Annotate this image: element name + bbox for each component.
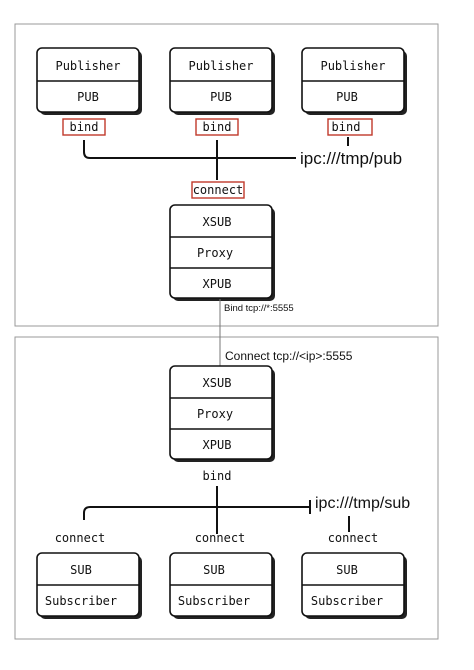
subscriber-node-3: SUB Subscriber xyxy=(301,552,407,619)
publisher-node-1: Publisher PUB xyxy=(36,47,142,115)
pub-endpoint-label: ipc:///tmp/pub xyxy=(300,149,402,168)
subscriber-action-label: connect xyxy=(55,531,106,545)
publisher-socket: PUB xyxy=(210,90,232,104)
publisher-socket: PUB xyxy=(336,90,358,104)
publisher-node-2: Publisher PUB xyxy=(169,47,275,115)
proxy-xsub-label: XSUB xyxy=(203,215,232,229)
publisher-name: Publisher xyxy=(320,59,385,73)
publisher-node-3: Publisher PUB xyxy=(301,47,407,115)
publisher-action-label: bind xyxy=(70,120,99,134)
sub-endpoint-label: ipc:///tmp/sub xyxy=(315,495,410,512)
subscriber-name: Subscriber xyxy=(311,594,383,608)
bind-highlight-3 xyxy=(327,118,373,136)
subscriber-node-2: SUB Subscriber xyxy=(169,552,275,619)
subscriber-socket: SUB xyxy=(203,563,225,577)
subscriber-action-label: connect xyxy=(328,531,379,545)
subscriber-action-label: connect xyxy=(195,531,246,545)
proxy-label: Proxy xyxy=(197,407,233,421)
proxy-action-label: connect xyxy=(193,183,244,197)
proxy-node-bottom: XSUB Proxy XPUB xyxy=(169,365,275,462)
subscriber-socket: SUB xyxy=(336,563,358,577)
proxy-node-top: XSUB Proxy XPUB xyxy=(169,204,275,301)
publisher-action-label: bind xyxy=(203,120,232,134)
proxy-bind-label: bind xyxy=(203,469,232,483)
publisher-bus-wire xyxy=(83,140,296,159)
proxy-xpub-label: XPUB xyxy=(203,438,232,452)
proxy-xpub-label: XPUB xyxy=(203,277,232,291)
connect-highlight xyxy=(191,181,245,199)
subscriber-name: Subscriber xyxy=(178,594,250,608)
subscriber-bus-wire xyxy=(83,506,310,520)
bind-highlight-2 xyxy=(195,118,239,136)
subscriber-node-1: SUB Subscriber xyxy=(36,552,142,619)
publisher-action-label: bind xyxy=(332,120,361,134)
subscriber-socket: SUB xyxy=(70,563,92,577)
subscriber-name: Subscriber xyxy=(45,594,117,608)
publisher-name: Publisher xyxy=(188,59,253,73)
bind-highlight-1 xyxy=(62,118,106,136)
bind-note: Bind tcp://*:5555 xyxy=(224,303,294,314)
publisher-socket: PUB xyxy=(77,90,99,104)
publisher-name: Publisher xyxy=(55,59,120,73)
connect-note: Connect tcp://<ip>:5555 xyxy=(225,349,353,363)
proxy-xsub-label: XSUB xyxy=(203,376,232,390)
proxy-label: Proxy xyxy=(197,246,233,260)
